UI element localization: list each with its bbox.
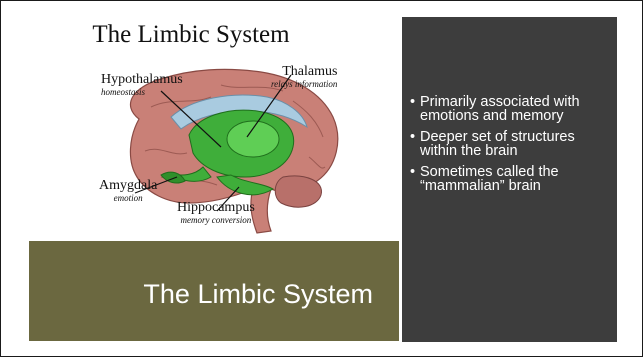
bullet-list: Primarily associated with emotions and m…: [410, 95, 610, 200]
label-hypothalamus: Hypothalamus homeostasis: [101, 73, 183, 97]
label-amygdala: Amygdala emotion: [99, 179, 157, 203]
label-hippocampus-name: Hippocampus: [177, 201, 255, 215]
label-hypothalamus-sub: homeostasis: [101, 88, 183, 97]
label-hippocampus: Hippocampus memory conversion: [177, 201, 255, 225]
figure-title: The Limbic System: [21, 21, 361, 49]
bullet-panel: Primarily associated with emotions and m…: [402, 17, 617, 342]
label-hypothalamus-name: Hypothalamus: [101, 73, 183, 87]
label-thalamus: Thalamus relays information: [271, 65, 337, 89]
bullet-item: Primarily associated with emotions and m…: [410, 95, 610, 123]
bullet-item: Sometimes called the “mammalian” brain: [410, 165, 610, 193]
limbic-system-figure: The Limbic System Hypothalamus homeostas…: [21, 17, 361, 239]
bullet-item: Deeper set of structures within the brai…: [410, 130, 610, 158]
slide-title: The Limbic System: [143, 279, 373, 310]
label-amygdala-sub: emotion: [99, 194, 157, 203]
label-thalamus-name: Thalamus: [271, 65, 337, 79]
label-thalamus-sub: relays information: [271, 80, 337, 89]
label-hippocampus-sub: memory conversion: [177, 216, 255, 225]
label-amygdala-name: Amygdala: [99, 179, 157, 193]
slide-title-box: The Limbic System: [29, 241, 399, 341]
